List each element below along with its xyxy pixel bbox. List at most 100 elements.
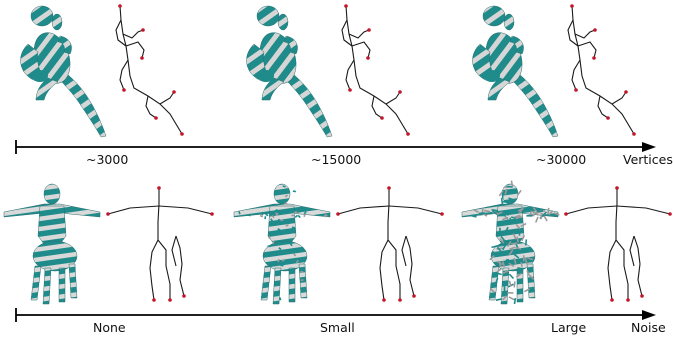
- bone-2: [380, 240, 388, 300]
- axis-label-vertices: Vertices: [623, 152, 673, 167]
- tick-label-noise-none: None: [93, 320, 126, 335]
- joint-0: [344, 4, 348, 8]
- joint-4: [398, 298, 402, 302]
- spike: [284, 203, 287, 204]
- bone-5: [598, 96, 608, 118]
- spike: [526, 239, 527, 245]
- bone-5: [372, 96, 382, 118]
- head: [257, 6, 279, 26]
- head: [274, 184, 290, 204]
- knee: [258, 70, 274, 82]
- spike: [301, 280, 304, 281]
- centaur-skeleton-1: [336, 186, 444, 302]
- bone-2: [575, 30, 595, 38]
- spike: [503, 202, 509, 203]
- joint-0: [157, 186, 161, 190]
- joint-4: [606, 116, 610, 120]
- joint-2: [592, 56, 596, 60]
- tick-label-vertices-mid: ~15000: [311, 152, 361, 167]
- bone-5: [630, 236, 634, 266]
- joint-2: [366, 56, 370, 60]
- axis-arrowhead: [642, 142, 656, 152]
- spike: [304, 214, 305, 217]
- joint-5: [406, 132, 410, 136]
- leg-0: [31, 266, 41, 300]
- joint-4: [380, 116, 384, 120]
- bone-4: [176, 236, 184, 296]
- bone-6: [612, 92, 626, 104]
- spike: [536, 217, 538, 223]
- joint-1: [336, 212, 340, 216]
- joint-6: [172, 90, 176, 94]
- knee: [484, 70, 500, 82]
- spike: [517, 261, 523, 262]
- bone-5: [402, 236, 406, 266]
- spike: [514, 281, 515, 287]
- bone-2: [150, 240, 158, 300]
- joint-3: [610, 298, 614, 302]
- joint-2: [440, 212, 444, 216]
- joint-3: [152, 298, 156, 302]
- bone-3: [616, 240, 628, 300]
- bone-2: [349, 30, 369, 38]
- joint-1: [564, 212, 568, 216]
- joint-0: [118, 4, 122, 8]
- spike: [286, 189, 289, 190]
- bone-4: [120, 60, 128, 90]
- bone-1: [108, 206, 212, 214]
- joint-5: [640, 294, 644, 298]
- leg-3: [69, 264, 77, 298]
- bone-4: [572, 60, 580, 90]
- spike: [278, 259, 279, 262]
- bone-0: [388, 188, 389, 240]
- spike: [298, 215, 300, 217]
- torso: [268, 206, 296, 244]
- head: [44, 184, 60, 204]
- axis-label-noise: Noise: [631, 320, 666, 335]
- joint-3: [122, 88, 126, 92]
- leg-1: [43, 268, 51, 304]
- bone-5: [172, 236, 176, 266]
- bone-3: [578, 42, 596, 58]
- spike: [276, 210, 277, 213]
- leg-3: [299, 264, 307, 298]
- leg-3: [527, 264, 535, 298]
- joint-1: [106, 212, 110, 216]
- spike: [515, 298, 516, 304]
- joint-3: [382, 298, 386, 302]
- centaur-mesh-2: [462, 181, 559, 304]
- spike: [283, 186, 286, 187]
- spike: [248, 215, 251, 216]
- spike: [509, 297, 514, 300]
- bone-6: [160, 92, 174, 104]
- head: [31, 6, 53, 26]
- joint-1: [593, 28, 597, 32]
- joint-5: [180, 132, 184, 136]
- leg-2: [517, 268, 523, 302]
- armadillo-skeleton-0: [116, 4, 184, 136]
- centaur-mesh-1: [234, 184, 330, 304]
- joint-1: [141, 28, 145, 32]
- spike: [265, 214, 268, 215]
- joint-6: [398, 90, 402, 94]
- row-vertices: [21, 4, 636, 137]
- axes: [16, 140, 656, 322]
- armadillo-mesh-2: [473, 6, 558, 137]
- spike: [262, 212, 263, 215]
- spike: [295, 215, 297, 217]
- armadillo-skeleton-1: [342, 4, 410, 136]
- joint-6: [624, 90, 628, 94]
- spike: [492, 210, 498, 211]
- joint-0: [570, 4, 574, 8]
- ear: [52, 14, 62, 30]
- spike: [484, 211, 490, 212]
- tick-label-noise-small: Small: [320, 320, 355, 335]
- tick-label-vertices-high: ~30000: [536, 152, 586, 167]
- joint-2: [210, 212, 214, 216]
- bone-3: [352, 42, 370, 58]
- armadillo-skeleton-2: [568, 4, 636, 136]
- centaur-skeleton-0: [106, 186, 214, 302]
- spike: [548, 208, 549, 214]
- spike: [544, 216, 547, 221]
